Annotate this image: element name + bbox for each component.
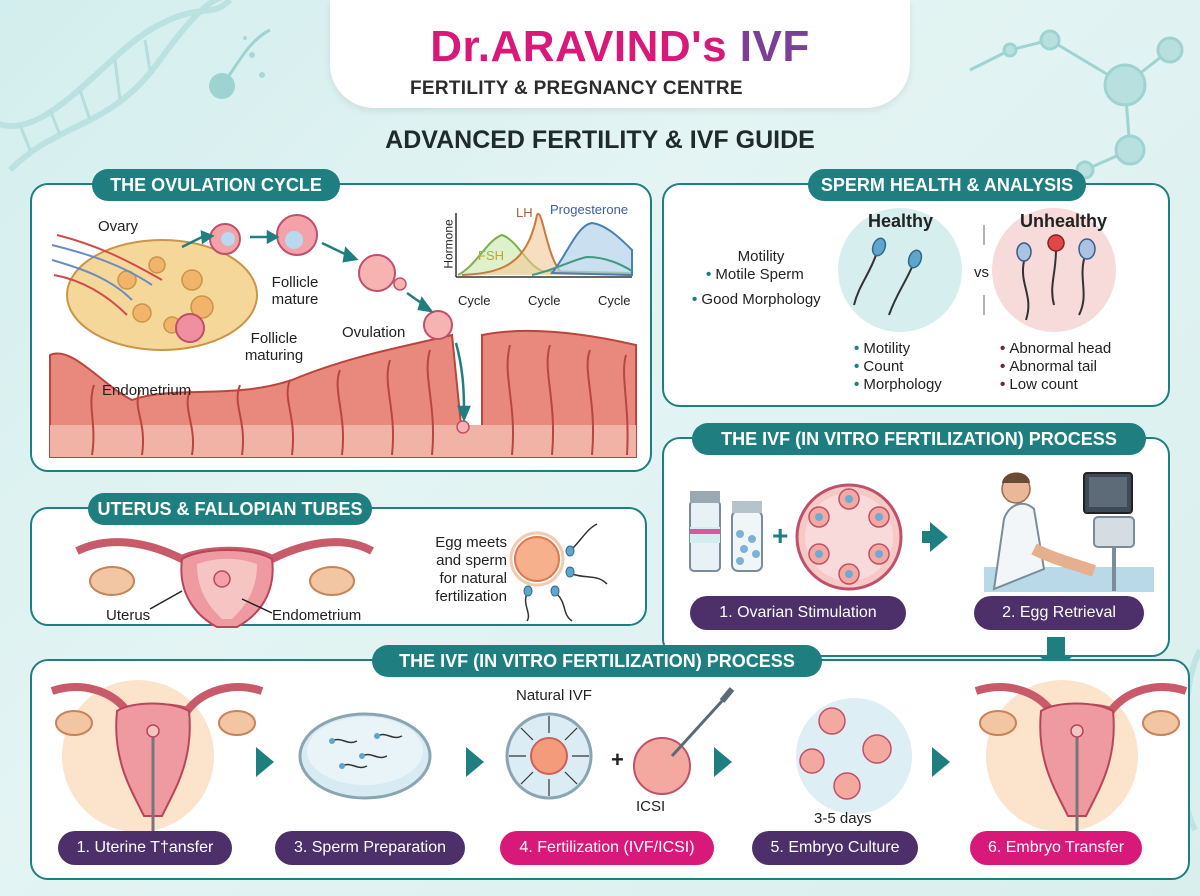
motility-heading: Motility — [737, 248, 785, 265]
days-label: 3-5 days — [814, 810, 872, 827]
natural-ivf-label: Natural IVF — [516, 687, 592, 704]
ivf-top-panel: THE IVF (IN VITRO FERTILIZATION) PROCESS… — [662, 423, 1170, 657]
fertilization-plus: + — [611, 747, 624, 772]
chart-tick-3: Cycle — [598, 293, 631, 308]
uterus-label: Uterus — [106, 607, 151, 624]
uterus-panel: UTERUS & FALLOPIAN TUBES Uterus Endometr… — [30, 493, 647, 628]
ivf-bottom-illustration — [50, 680, 1188, 841]
header-banner: Dr.ARAVIND's IVF FERTILITY & PREGNANCY C… — [330, 0, 910, 108]
step-egg-retrieval: 2. Egg Retrieval — [974, 596, 1144, 630]
ovulation-label: Ovulation — [342, 324, 406, 341]
ivf-top-illustration — [689, 472, 1154, 592]
egg-note: Egg meets and sperm for natural fertiliz… — [407, 534, 507, 606]
page-title: ADVANCED FERTILITY & IVF GUIDE — [385, 126, 815, 154]
chart-tick-2: Cycle — [528, 293, 561, 308]
ivf-top-arrow-stem — [922, 531, 932, 543]
ivf-bottom-title: THE IVF (IN VITRO FERTILIZATION) PROCESS — [372, 645, 822, 677]
hormone-chart — [455, 212, 633, 278]
flow-arrow-3 — [714, 747, 732, 777]
lh-label: LH — [516, 205, 533, 220]
ovary-label: Ovary — [98, 218, 139, 235]
uterus-illustration — [75, 523, 608, 628]
step-fertilization: 4. Fertilization (IVF/ICSI) — [500, 831, 714, 865]
step-embryo-culture: 5. Embryo Culture — [752, 831, 918, 865]
endometrium-label: Endometrium — [102, 382, 192, 399]
step-uterine-transfer: 1. Uterine T†ansfer — [58, 831, 232, 865]
vs-label: vs — [974, 264, 989, 281]
follicle-maturing-line2: maturing — [244, 347, 304, 364]
ivf-top-title: THE IVF (IN VITRO FERTILIZATION) PROCESS — [692, 423, 1146, 455]
hormone-axis-label: Hormone — [441, 219, 456, 269]
chart-tick-1: Cycle — [458, 293, 491, 308]
step-sperm-preparation: 3. Sperm Preparation — [275, 831, 465, 865]
egg-note-line3: for natural — [439, 570, 507, 587]
healthy-heading: Healthy — [868, 211, 934, 231]
egg-note-line2: and sperm — [436, 552, 507, 569]
unhealthy-bullet-2: Abnormal tail — [1000, 358, 1097, 376]
icsi-label: ICSI — [636, 798, 666, 815]
ivf-top-plus: + — [772, 520, 789, 551]
unhealthy-heading: Unhealthy — [1020, 211, 1108, 231]
flow-arrow-2 — [466, 747, 484, 777]
sperm-illustration — [838, 208, 1116, 332]
brand-ivf: IVF — [739, 22, 810, 71]
sperm-left-bullet-1: Motile Sperm — [706, 266, 803, 284]
fsh-label: FSH — [478, 248, 504, 263]
unhealthy-bullet-1: Abnormal head — [1000, 340, 1111, 358]
follicle-maturing-line1: Follicle — [250, 330, 298, 347]
uterus-endometrium-label: Endometrium — [272, 607, 362, 624]
follicle-mature-line1: Follicle — [271, 274, 319, 291]
progesterone-label: Progesterone — [550, 202, 629, 217]
sperm-title: SPERM HEALTH & ANALYSIS — [808, 169, 1086, 201]
follicle-mature-line2: mature — [271, 291, 319, 308]
healthy-bullet-3: Morphology — [854, 376, 941, 394]
ovulation-illustration — [49, 212, 637, 458]
flow-arrow-1 — [256, 747, 274, 777]
brand-subtitle: FERTILITY & PREGNANCY CENTRE — [410, 78, 743, 99]
ivf-top-arrow — [930, 522, 948, 552]
sperm-panel: SPERM HEALTH & ANALYSIS Motility Motile … — [662, 169, 1170, 407]
egg-note-line1: Egg meets — [435, 534, 507, 551]
ovulation-title: THE OVULATION CYCLE — [92, 169, 340, 201]
brand-name: Dr.ARAVIND's — [430, 22, 728, 71]
sperm-left-bullet-2: Good Morphology — [692, 291, 820, 309]
ivf-bottom-panel: THE IVF (IN VITRO FERTILIZATION) PROCESS… — [30, 645, 1190, 880]
healthy-bullet-2: Count — [854, 358, 903, 376]
step-ovarian-stimulation: 1. Ovarian Stimulation — [690, 596, 906, 630]
ovulation-panel: THE OVULATION CYCLE Ovary Follicle matur… — [30, 169, 652, 472]
unhealthy-bullet-3: Low count — [1000, 376, 1077, 394]
follicle-maturing-label: Follicle maturing — [234, 330, 314, 364]
follicle-mature-label: Follicle mature — [258, 274, 332, 308]
uterus-title: UTERUS & FALLOPIAN TUBES — [88, 493, 372, 525]
down-arrow-stem — [1047, 637, 1065, 657]
flow-arrow-4 — [932, 747, 950, 777]
step-embryo-transfer: 6. Embryo Transfer — [970, 831, 1142, 865]
brand-logo: Dr.ARAVIND's IVF — [330, 22, 910, 72]
egg-note-line4: fertilization — [435, 588, 507, 605]
healthy-bullet-1: Motility — [854, 340, 910, 358]
